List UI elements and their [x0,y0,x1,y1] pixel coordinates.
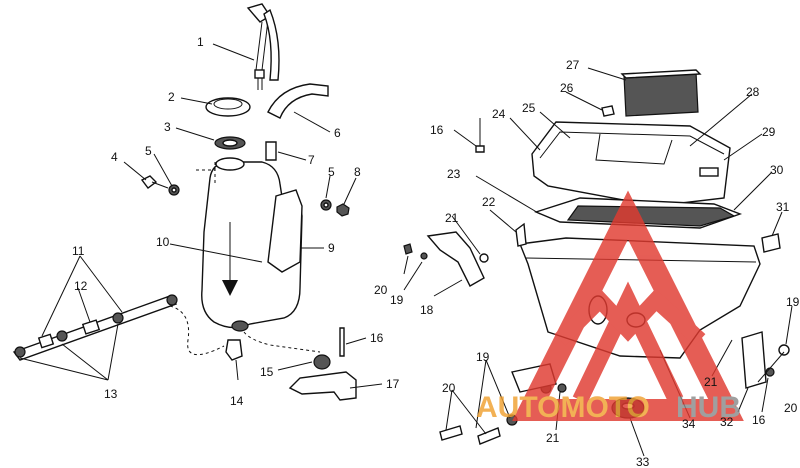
callout-31: 31 [776,200,790,214]
callout-labels: 1 2 3 4 5 5 6 7 8 9 10 11 12 13 14 15 16… [72,35,800,468]
callout-34: 34 [682,417,696,431]
hose-fitting [265,141,277,161]
callout-30: 30 [770,163,784,177]
callout-8: 8 [354,165,361,179]
callout-32: 32 [720,415,734,429]
callout-16-left: 16 [370,331,384,345]
callout-4: 4 [111,150,118,164]
callout-7: 7 [308,153,315,167]
mount-bracket [288,371,357,401]
connector-tab [761,233,781,253]
callout-25: 25 [522,101,536,115]
vent-hose [267,83,329,119]
callout-12: 12 [74,279,88,293]
callout-2: 2 [168,90,175,104]
callout-20-right: 20 [784,401,798,415]
callout-19-right: 19 [786,295,800,309]
callout-19-bottom: 19 [476,350,490,364]
callout-19-left: 19 [390,293,404,307]
callout-16-right: 16 [752,413,766,427]
watermark: AUTOMOTO HUB [476,190,744,424]
callout-9: 9 [328,241,335,255]
callout-21-top: 21 [445,211,459,225]
callout-27: 27 [566,58,580,72]
callout-23: 23 [447,167,461,181]
callout-13: 13 [104,387,118,401]
mount-grommet [313,354,331,370]
callout-26: 26 [560,81,574,95]
dipstick [246,3,271,90]
callout-21-right: 21 [704,375,718,389]
callout-10: 10 [156,235,170,249]
oil-tank-assembly [12,3,357,401]
callout-20-left: 20 [374,283,388,297]
watermark-logo [512,190,744,421]
air-filter [623,71,699,117]
watermark-text-hub: HUB [676,391,741,424]
callout-11: 11 [72,244,85,258]
callout-5-right: 5 [328,165,335,179]
callout-1: 1 [197,35,204,49]
callout-18: 18 [420,303,434,317]
elbow-fitting [225,339,243,361]
callout-15: 15 [260,365,274,379]
bolt-4 [140,175,180,196]
airbox-bracket [426,231,485,287]
callout-22: 22 [482,195,496,209]
lower-mount [741,331,767,389]
callout-24: 24 [492,107,506,121]
airbox-cover [531,121,731,207]
watermark-text-automoto: AUTOMOTO [476,391,650,424]
callout-5-left: 5 [145,144,152,158]
tank-cap [205,97,251,117]
callout-17: 17 [386,377,400,391]
leader-lines [19,43,793,457]
callout-33: 33 [636,455,650,468]
foam-element [566,205,736,227]
callout-29: 29 [762,125,776,139]
tank-shield [267,189,303,273]
callout-16-top: 16 [430,123,444,137]
callout-3: 3 [164,120,171,134]
callout-6: 6 [334,126,341,140]
callout-28: 28 [746,85,760,99]
callout-21-bottom: 21 [546,431,560,445]
callout-20-bottom: 20 [442,381,456,395]
callout-14: 14 [230,394,244,408]
nut-8 [336,203,350,217]
breather-line [12,294,225,361]
